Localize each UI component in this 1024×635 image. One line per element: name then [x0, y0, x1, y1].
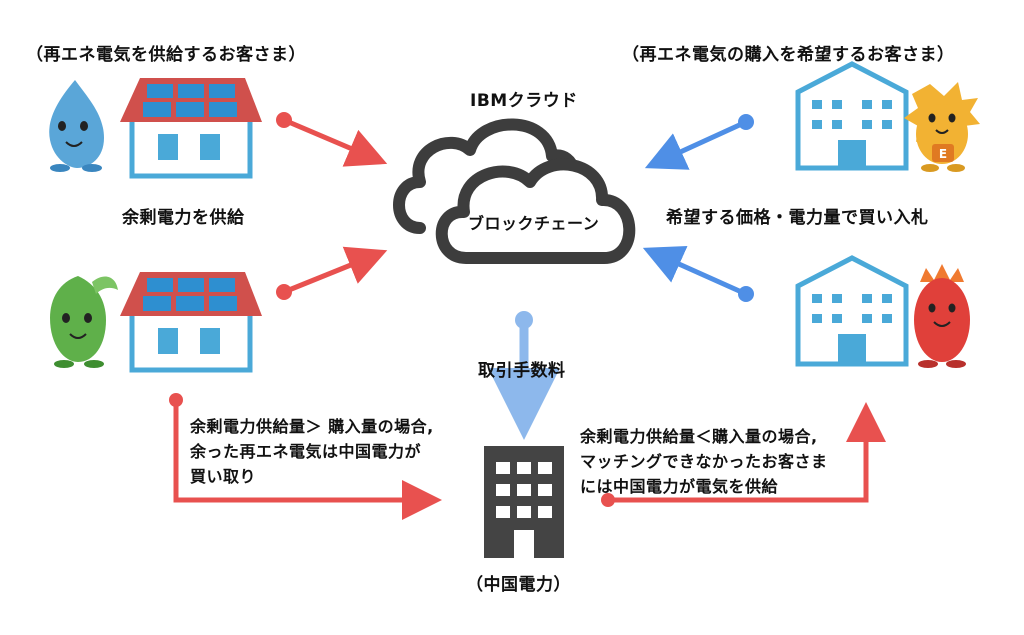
bid-arrow-bottom [642, 245, 754, 302]
solar-house-icon [120, 78, 262, 179]
supply-arrow-bottom [276, 246, 388, 300]
buyback-arrow [169, 393, 442, 520]
surplus-case-note: 余剰電力供給量＞ 購入量の場合, 余った再エネ電気は中国電力が 買い取り [190, 417, 434, 486]
solar-house-icon [120, 272, 262, 373]
mascot-blue-icon [49, 80, 104, 172]
mascot-yellow-icon [904, 82, 980, 172]
shortage-case-note: 余剰電力供給量＜購入量の場合, マッチングできなかったお客さま には中国電力が電… [580, 427, 828, 496]
office-building-icon [795, 255, 909, 367]
cloud-title: IBMクラウド [470, 91, 578, 111]
mascot-letter: E [939, 147, 947, 161]
supply-arrow-top [276, 112, 388, 167]
shortage-supply-arrow [601, 402, 886, 507]
office-building-icon [795, 61, 909, 171]
fee-arrow [488, 311, 560, 440]
bid-arrow-top [644, 114, 754, 170]
seller-group-label: （再エネ電気を供給するお客さま） [26, 45, 306, 65]
fee-label: 取引手数料 [478, 361, 566, 381]
mascot-green-icon [50, 276, 118, 368]
utility-label: （中国電力） [466, 575, 571, 595]
ibm-cloud-icon [393, 118, 636, 264]
surplus-supply-label: 余剰電力を供給 [122, 208, 245, 228]
blockchain-label: ブロックチェーン [468, 214, 600, 233]
mascot-red-icon [914, 264, 970, 368]
buyer-group-label: （再エネ電気の購入を希望するお客さま） [622, 45, 955, 65]
bid-label: 希望する価格・電力量で買い入札 [666, 208, 929, 228]
utility-building-icon [484, 446, 564, 558]
